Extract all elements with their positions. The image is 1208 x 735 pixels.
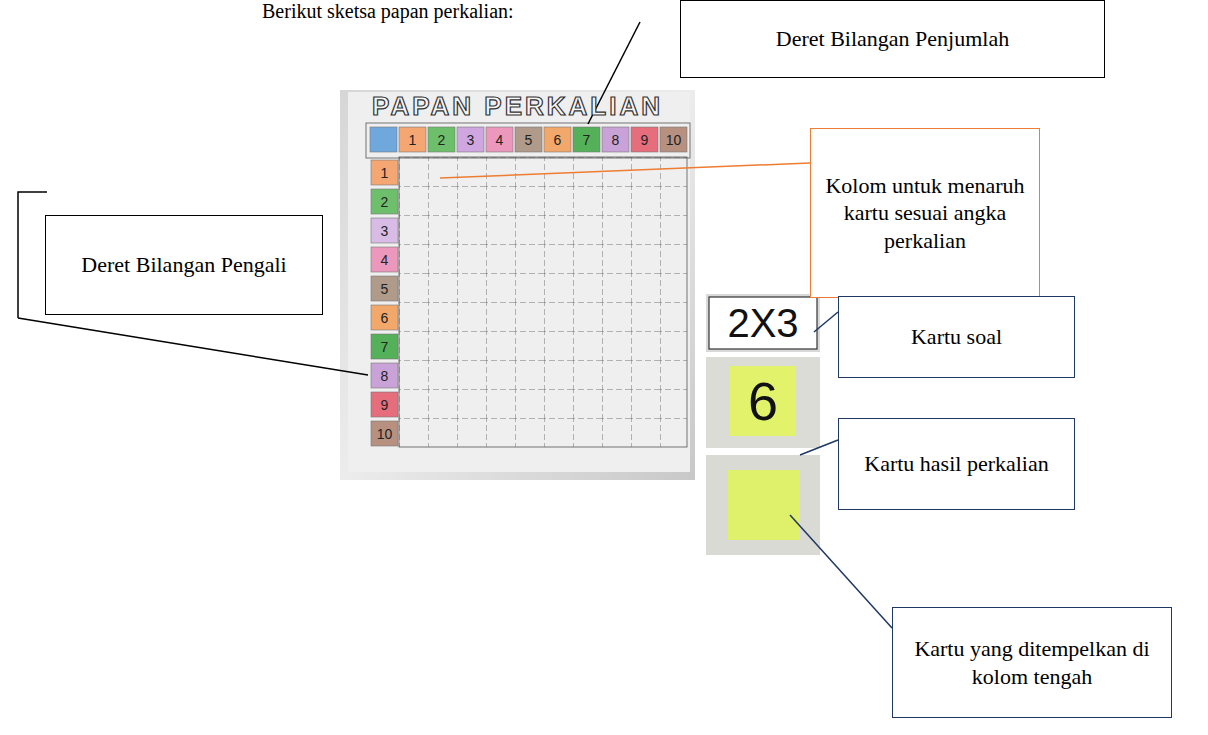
number-square	[371, 218, 398, 243]
callout-box: Kartu yang ditempelkan di kolom tengah	[892, 607, 1172, 718]
multiplier-number: 2	[371, 189, 398, 214]
addend-number: 5	[515, 127, 542, 152]
leader-line	[440, 163, 810, 178]
callout-box: Deret Bilangan Pengali	[45, 215, 323, 315]
multiplier-number: 9	[371, 392, 398, 417]
number-square	[399, 127, 426, 152]
blank-sticky-note	[728, 470, 800, 540]
bracket-line	[18, 192, 47, 318]
number-square	[573, 127, 600, 152]
callout-box: Kartu hasil perkalian	[838, 418, 1075, 510]
number-square	[371, 421, 398, 446]
result-sticky-note	[730, 366, 796, 436]
number-square	[544, 127, 571, 152]
callout-box: Kartu soal	[838, 296, 1075, 378]
corner-square	[370, 127, 397, 152]
number-square	[371, 334, 398, 359]
leader-line	[814, 312, 838, 332]
multiplier-number: 5	[371, 276, 398, 301]
addend-number: 1	[399, 127, 426, 152]
number-square	[428, 127, 455, 152]
multiplier-number: 3	[371, 218, 398, 243]
number-square	[371, 305, 398, 330]
card-photo	[706, 357, 820, 448]
card-text: 6	[730, 366, 796, 436]
callout-text: Kartu hasil perkalian	[864, 450, 1049, 478]
number-square	[602, 127, 629, 152]
multiplier-number: 10	[371, 421, 398, 446]
card-text: 2X3	[709, 297, 817, 349]
addend-number: 4	[486, 127, 513, 152]
card-photo	[706, 455, 820, 555]
callout-box: Kolom untuk menaruh kartu sesuai angka p…	[810, 128, 1040, 298]
number-square	[457, 127, 484, 152]
card-photo	[706, 294, 820, 352]
callout-text: Kartu soal	[911, 323, 1002, 351]
addend-number: 10	[660, 127, 687, 152]
callout-text: Kolom untuk menaruh kartu sesuai angka p…	[821, 172, 1029, 255]
leader-line	[790, 515, 892, 628]
addend-number: 2	[428, 127, 455, 152]
addend-number: 8	[602, 127, 629, 152]
callout-text: Deret Bilangan Pengali	[81, 251, 286, 279]
callout-text: Deret Bilangan Penjumlah	[776, 25, 1009, 53]
paper-photo	[340, 90, 695, 480]
multiplier-number: 1	[371, 160, 398, 185]
addend-number: 6	[544, 127, 571, 152]
leader-line	[800, 440, 838, 455]
addend-number: 7	[573, 127, 600, 152]
number-square	[371, 276, 398, 301]
multiplier-number: 8	[371, 363, 398, 388]
addend-number: 9	[631, 127, 658, 152]
board-heading: PAPAN PERKALIAN	[345, 90, 690, 122]
number-square	[371, 247, 398, 272]
number-square	[371, 392, 398, 417]
question-card	[709, 297, 817, 349]
diagram-title: Berikut sketsa papan perkalian:	[262, 0, 514, 23]
multiplier-number: 6	[371, 305, 398, 330]
callout-text: Kartu yang ditempelkan di kolom tengah	[903, 635, 1161, 690]
number-square	[660, 127, 687, 152]
multiplier-number: 4	[371, 247, 398, 272]
callout-box: Deret Bilangan Penjumlah	[680, 0, 1105, 78]
answer-grid	[399, 157, 687, 447]
leader-line	[18, 318, 368, 375]
number-square	[515, 127, 542, 152]
number-square	[371, 363, 398, 388]
number-square	[371, 160, 398, 185]
number-square	[486, 127, 513, 152]
number-square	[631, 127, 658, 152]
multiplier-number: 7	[371, 334, 398, 359]
number-square	[371, 189, 398, 214]
addend-number: 3	[457, 127, 484, 152]
paper-sheet	[348, 92, 690, 472]
header-frame	[366, 123, 690, 158]
